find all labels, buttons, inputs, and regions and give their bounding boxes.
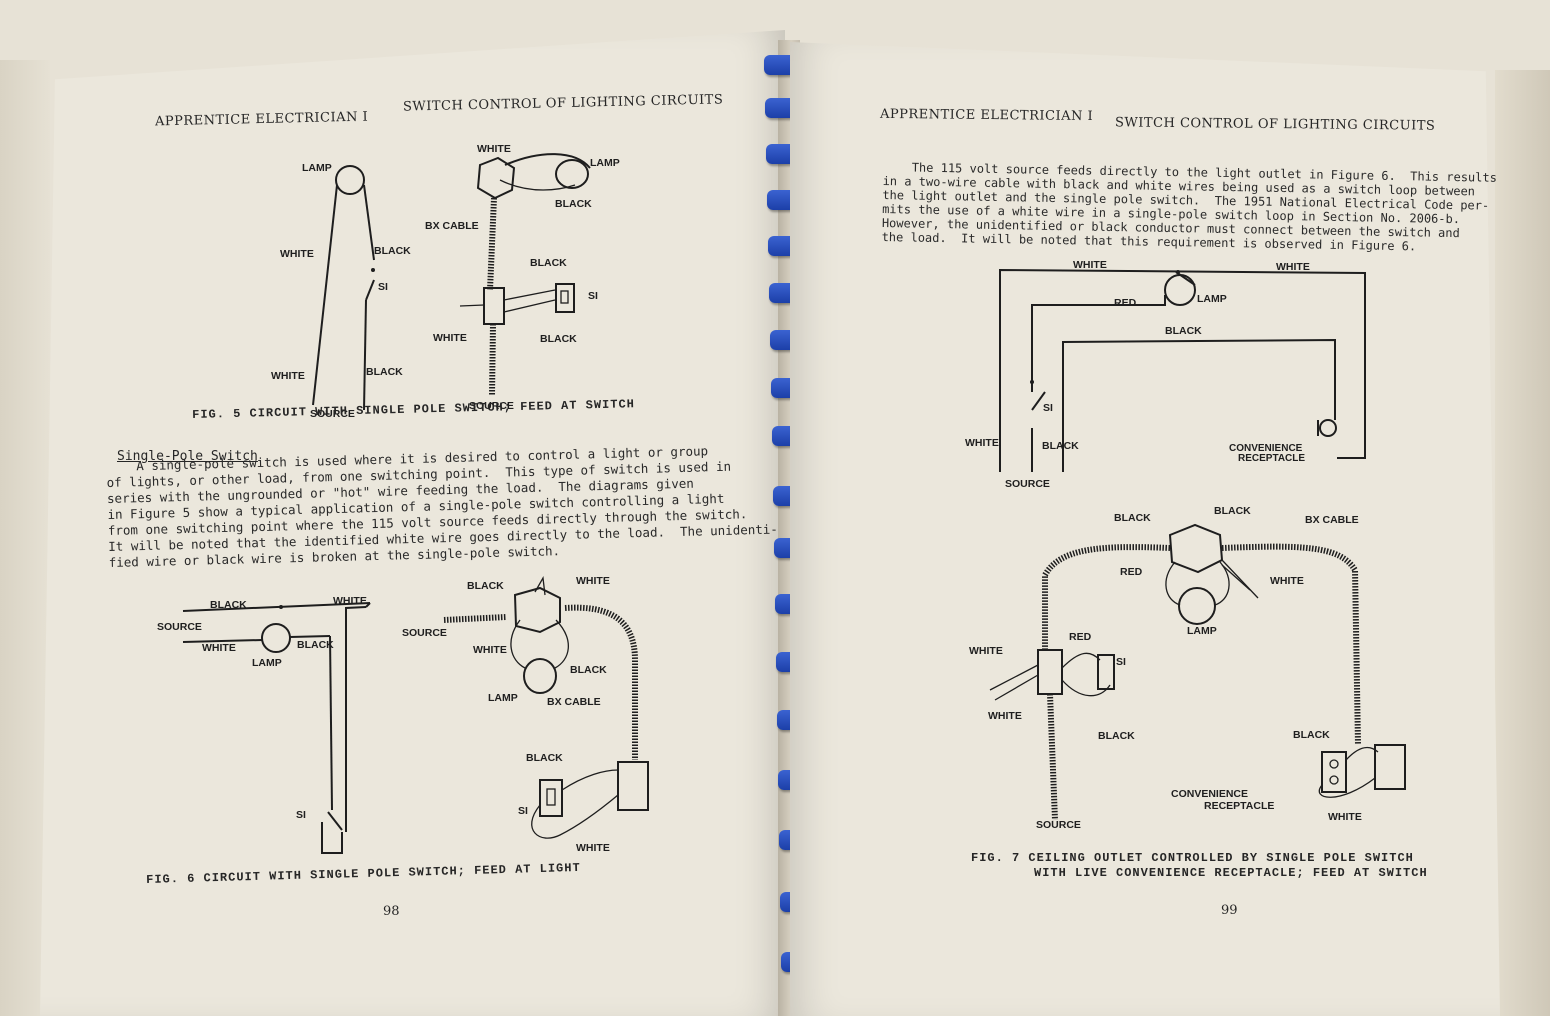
fig6-lbl-source-b: SOURCE	[402, 627, 447, 639]
fig7-lbl-black-e: BLACK	[1098, 730, 1135, 742]
fig5-lbl-black-b: BLACK	[366, 366, 403, 378]
fig5-lbl-black-a: BLACK	[374, 245, 411, 257]
fig7-lbl-bx-cable: BX CABLE	[1305, 514, 1359, 526]
fig5-lbl-bx-cable: BX CABLE	[425, 220, 479, 232]
right-page-stack	[1495, 70, 1550, 1016]
right-page	[790, 42, 1500, 1016]
fig7-lbl-white-d: WHITE	[1270, 575, 1304, 587]
fig5-lbl-lamp-a: LAMP	[302, 162, 332, 174]
fig6-lbl-s1-a: SI	[296, 809, 306, 821]
fig7-lbl-white-e: WHITE	[969, 645, 1003, 657]
fig5-lbl-white-mid: WHITE	[433, 332, 467, 344]
fig7-lbl-conv-b1: CONVENIENCE	[1171, 788, 1249, 800]
fig7-lbl-white-f: WHITE	[988, 710, 1022, 722]
left-page-stack	[0, 60, 50, 1016]
fig7-lbl-red-b: RED	[1120, 566, 1143, 578]
fig7-lbl-red-a: RED	[1114, 297, 1137, 309]
fig6-lbl-s1-b: SI	[518, 805, 528, 817]
fig6-lbl-black-a: BLACK	[210, 599, 247, 611]
fig7-lbl-conv-b2: RECEPTACLE	[1204, 800, 1275, 812]
fig5-lbl-white-b: WHITE	[271, 370, 305, 382]
fig7-lbl-black-f: BLACK	[1293, 729, 1330, 741]
left-page	[40, 30, 785, 1016]
fig7-lbl-s1-a: SI	[1043, 402, 1053, 414]
fig7-lbl-black-b: BLACK	[1042, 440, 1079, 452]
fig7-lbl-lamp-a: LAMP	[1197, 293, 1227, 305]
fig7-lbl-red-c: RED	[1069, 631, 1092, 643]
fig7-caption-line1: FIG. 7 CEILING OUTLET CONTROLLED BY SING…	[971, 851, 1414, 865]
fig7-lbl-white-a: WHITE	[1073, 259, 1107, 271]
fig5-lbl-white-top: WHITE	[477, 143, 511, 155]
fig6-lbl-white-c: WHITE	[576, 575, 610, 587]
fig7-lbl-white-b: WHITE	[1276, 261, 1310, 273]
fig6-lbl-black-e: BLACK	[526, 752, 563, 764]
fig6-lbl-white-d: WHITE	[473, 644, 507, 656]
fig7-lbl-source-a: SOURCE	[1005, 478, 1050, 490]
fig7-caption-line2: WITH LIVE CONVENIENCE RECEPTACLE; FEED A…	[1034, 866, 1428, 880]
fig5-lbl-black-mid: BLACK	[530, 257, 567, 269]
fig5-lbl-black-low: BLACK	[540, 333, 577, 345]
fig6-lbl-lamp-b: LAMP	[488, 692, 518, 704]
fig5-lbl-lamp-b: LAMP	[590, 157, 620, 169]
fig7-lbl-black-d: BLACK	[1214, 505, 1251, 517]
left-page-number: 98	[383, 904, 400, 919]
right-page-number: 99	[1221, 903, 1238, 918]
section-title-single-pole: Single-Pole Switch	[117, 449, 258, 464]
fig7-lbl-black-a: BLACK	[1165, 325, 1202, 337]
fig5-lbl-s1-a: SI	[378, 281, 388, 293]
fig7-lbl-s1-b: SI	[1116, 656, 1126, 668]
fig6-lbl-white-e: WHITE	[576, 842, 610, 854]
fig6-lbl-black-b: BLACK	[297, 639, 334, 651]
fig6-lbl-lamp-a: LAMP	[252, 657, 282, 669]
fig7-lbl-white-g: WHITE	[1328, 811, 1362, 823]
fig6-lbl-bx-cable: BX CABLE	[547, 696, 601, 708]
fig6-lbl-white-a: WHITE	[333, 595, 367, 607]
fig6-lbl-source-a: SOURCE	[157, 621, 202, 633]
fig7-lbl-lamp-b: LAMP	[1187, 625, 1217, 637]
fig5-lbl-white-a: WHITE	[280, 248, 314, 260]
fig7-lbl-black-c: BLACK	[1114, 512, 1151, 524]
fig6-lbl-black-d: BLACK	[570, 664, 607, 676]
fig5-lbl-source-a: SOURCE	[310, 408, 355, 420]
fig6-lbl-black-c: BLACK	[467, 580, 504, 592]
fig7-lbl-conv-a2: RECEPTACLE	[1238, 453, 1306, 464]
fig6-lbl-white-b: WHITE	[202, 642, 236, 654]
fig7-lbl-conv-a1: CONVENIENCE	[1229, 443, 1303, 454]
fig7-lbl-source-b: SOURCE	[1036, 819, 1081, 831]
fig5-lbl-s1-b: SI	[588, 290, 598, 302]
fig5-lbl-black-top: BLACK	[555, 198, 592, 210]
fig7-lbl-white-c: WHITE	[965, 437, 999, 449]
fig5-lbl-source-b: SOURCE	[469, 400, 514, 412]
